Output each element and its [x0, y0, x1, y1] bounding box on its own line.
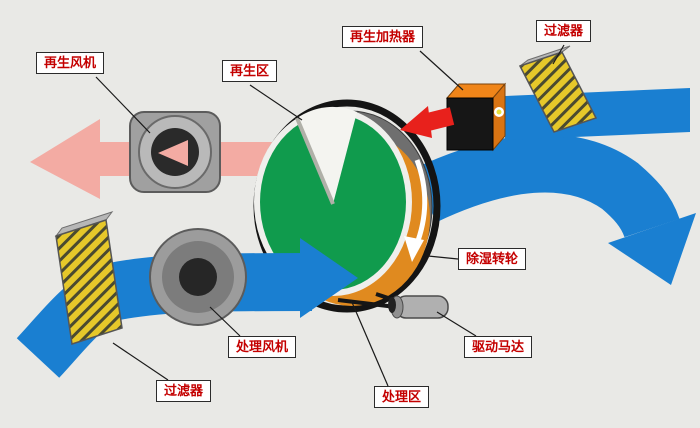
rotation-arrow	[413, 159, 428, 247]
regen-heater-box	[445, 82, 507, 152]
label-filter-top: 过滤器	[536, 20, 592, 43]
connector-drive-motor	[436, 311, 477, 337]
dry-air-outlet-arrow	[411, 134, 696, 285]
connector-regen-heater	[419, 50, 464, 91]
label-drive-motor: 驱动马达	[464, 336, 533, 359]
connector-process-zone	[350, 299, 389, 387]
regen-filter	[518, 45, 598, 133]
label-regen-zone: 再生区	[222, 60, 278, 83]
connector-filter-top	[552, 44, 565, 65]
connector-process-fan	[209, 306, 241, 337]
label-process-fan: 处理风机	[228, 336, 297, 359]
connector-regen-fan	[95, 76, 151, 134]
regen-air-inlet-duct	[505, 88, 690, 140]
regen-sector	[297, 106, 357, 204]
process-fan	[149, 228, 247, 326]
process-filter	[54, 211, 123, 345]
motor-pulley	[388, 297, 396, 313]
connector-desiccant-wheel	[427, 255, 459, 260]
drive-motor	[337, 292, 449, 319]
label-desiccant-wheel: 除湿转轮	[458, 248, 527, 271]
process-air-arrowhead	[300, 238, 358, 318]
connector-filter-bottom	[112, 342, 169, 381]
connector-lines	[95, 44, 565, 387]
fan-inner-arrow	[158, 140, 188, 166]
label-regen-fan: 再生风机	[36, 52, 105, 75]
connector-regen-zone	[249, 84, 303, 121]
label-filter-bottom: 过滤器	[156, 380, 212, 403]
label-process-zone: 处理区	[374, 386, 430, 409]
regen-fan	[129, 111, 221, 193]
hot-air-arrow	[400, 106, 455, 138]
label-regen-heater: 再生加热器	[342, 26, 424, 49]
